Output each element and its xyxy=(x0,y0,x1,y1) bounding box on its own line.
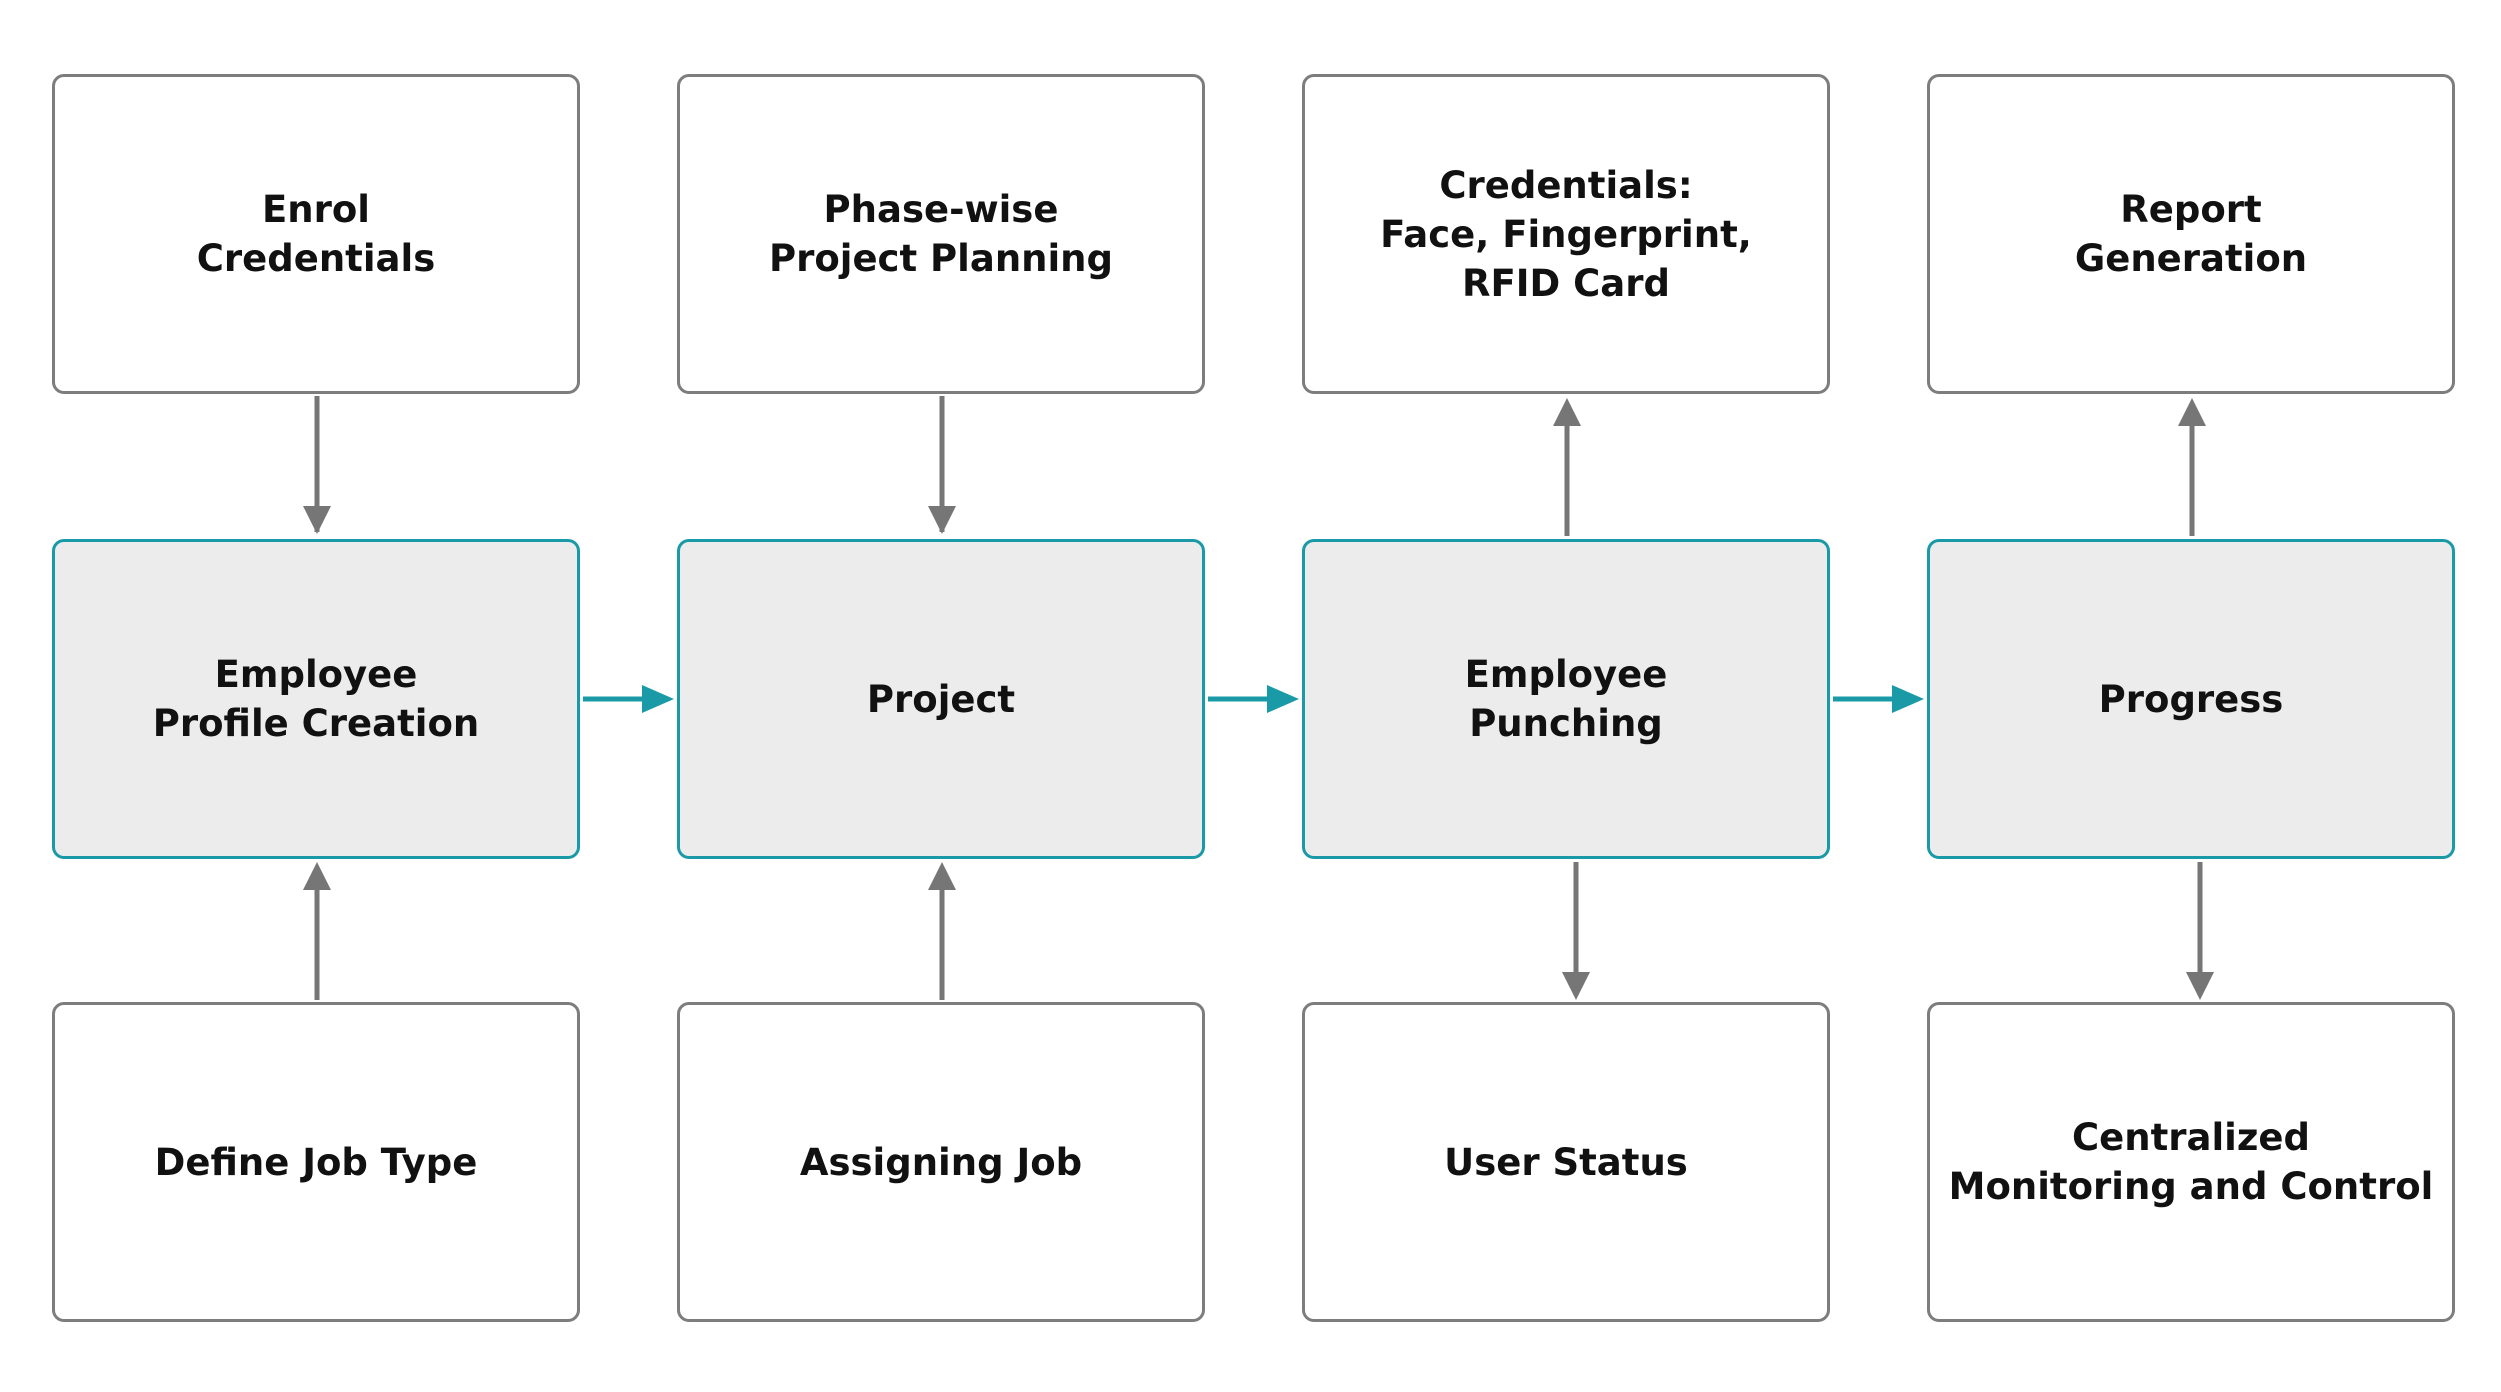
node-label: Enrol Credentials xyxy=(196,188,436,280)
node-report-generation: Report Generation xyxy=(1927,74,2455,394)
node-define-job-type: Define Job Type xyxy=(52,1002,580,1322)
node-employee-punching: Employee Punching xyxy=(1302,539,1830,859)
node-label: Phase-wise Project Planning xyxy=(768,188,1114,280)
node-label: Report Generation xyxy=(2074,188,2308,280)
node-progress: Progress xyxy=(1927,539,2455,859)
arrowhead-progress-to-report xyxy=(2178,398,2206,426)
arrowhead-punching-to-progress xyxy=(1892,685,1924,713)
node-label: Define Job Type xyxy=(154,1140,478,1184)
node-label: Centralized Monitoring and Control xyxy=(1948,1116,2434,1208)
node-label: User Status xyxy=(1444,1140,1688,1184)
node-enrol-credentials: Enrol Credentials xyxy=(52,74,580,394)
node-label: Credentials: Face, Fingerprint, RFID Car… xyxy=(1380,163,1752,305)
node-phase-wise-planning: Phase-wise Project Planning xyxy=(677,74,1205,394)
node-label: Assigning Job xyxy=(799,1140,1083,1184)
node-label: Employee Profile Creation xyxy=(152,653,480,745)
node-user-status: User Status xyxy=(1302,1002,1830,1322)
node-label: Employee Punching xyxy=(1464,653,1668,745)
node-project: Project xyxy=(677,539,1205,859)
arrowhead-jobtype-to-profile xyxy=(303,862,331,890)
arrowhead-planning-to-project xyxy=(928,506,956,534)
arrowhead-assigning-to-project xyxy=(928,862,956,890)
arrowhead-punching-to-userstatus xyxy=(1562,972,1590,1000)
node-centralized-monitoring: Centralized Monitoring and Control xyxy=(1927,1002,2455,1322)
arrowhead-punching-to-credentials xyxy=(1553,398,1581,426)
node-label: Project xyxy=(866,677,1016,721)
arrowhead-enrol-to-profile xyxy=(303,506,331,534)
node-assigning-job: Assigning Job xyxy=(677,1002,1205,1322)
arrowhead-profile-to-project xyxy=(642,685,674,713)
arrowhead-progress-to-monitoring xyxy=(2186,972,2214,1000)
node-label: Progress xyxy=(2098,677,2284,721)
node-credentials-methods: Credentials: Face, Fingerprint, RFID Car… xyxy=(1302,74,1830,394)
arrowhead-project-to-punching xyxy=(1267,685,1299,713)
node-employee-profile-creation: Employee Profile Creation xyxy=(52,539,580,859)
